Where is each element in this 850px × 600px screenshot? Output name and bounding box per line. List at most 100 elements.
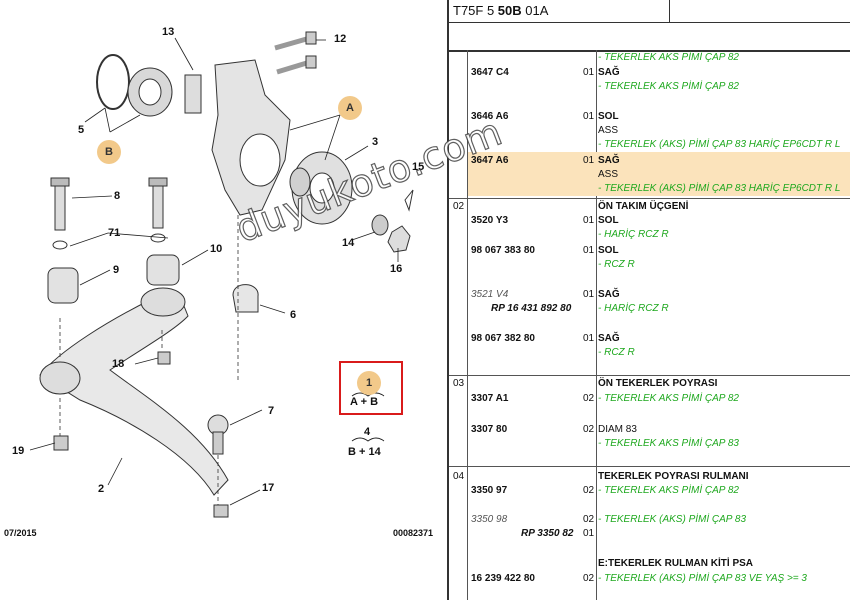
part-note: - TEKERLEK AKS PİMİ ÇAP 83	[598, 438, 739, 449]
part-qty: 01	[583, 67, 595, 78]
part-name: SAĞ	[598, 67, 620, 78]
callout-14: 14	[342, 237, 355, 249]
callout-b-plus-14: B + 14	[348, 446, 381, 458]
callout-12: 12	[334, 33, 347, 45]
wishbone-part	[39, 295, 229, 496]
callout-a-plus-b: A + B	[350, 396, 379, 408]
callout-10: 10	[210, 243, 223, 255]
nut-part	[157, 351, 171, 365]
parts-header: T75F 5 50B 01A	[449, 0, 850, 23]
callout-17: 17	[262, 482, 275, 494]
diagram-ref-number: 00082371	[393, 528, 434, 538]
part-number-superseded[interactable]: 3350 98	[471, 514, 508, 525]
group-number: 03	[453, 378, 465, 389]
ball-joint-part	[207, 414, 229, 455]
split-pin-part	[404, 189, 414, 212]
replacement-part-number[interactable]: RP 16 431 892 80	[491, 303, 572, 314]
part-note: - TEKERLEK AKS PİMİ ÇAP 82	[598, 52, 739, 63]
part-note: - TEKERLEK (AKS) PİMİ ÇAP 83	[598, 514, 747, 525]
callout-5: 5	[78, 124, 85, 136]
callout-4: 4	[364, 426, 371, 438]
callout-13: 13	[162, 26, 175, 38]
part-note: - TEKERLEK AKS PİMİ ÇAP 82	[598, 485, 739, 496]
abs-sensor-part	[184, 74, 202, 114]
part-name: SAĞ	[598, 333, 620, 344]
part-qty: 02	[583, 573, 595, 584]
part-note: - TEKERLEK (AKS) PİMİ ÇAP 83 HARİÇ EP6CD…	[598, 139, 841, 150]
badge-b: B	[97, 140, 121, 164]
part-qty: 02	[583, 393, 595, 404]
part-detail: ASS	[598, 169, 619, 180]
callout-6: 6	[290, 309, 297, 321]
part-qty: 02	[583, 424, 595, 435]
part-note: - TEKERLEK (AKS) PİMİ ÇAP 83 VE YAŞ >= 3	[598, 573, 807, 584]
part-note: - TEKERLEK AKS PİMİ ÇAP 82	[598, 81, 739, 92]
diagram-drawing	[29, 31, 414, 518]
group-number: 02	[453, 201, 465, 212]
callout-15: 15	[412, 161, 425, 173]
brace-mark	[351, 437, 385, 442]
rear-bushing-part	[47, 267, 79, 304]
callout-2: 2	[98, 483, 105, 495]
callout-3: 3	[372, 136, 379, 148]
part-number[interactable]: 98 067 383 80	[471, 245, 535, 256]
callout-9: 9	[113, 264, 120, 276]
part-number-selected[interactable]: 3647 A6	[471, 155, 509, 166]
arm-bolts-part	[50, 177, 168, 231]
part-qty: 02	[583, 514, 595, 525]
part-note: - TEKERLEK (AKS) PİMİ ÇAP 83 HARİÇ EP6CD…	[598, 183, 841, 194]
part-qty: 01	[583, 528, 595, 539]
highlight-box	[339, 361, 403, 415]
callout-16: 16	[390, 263, 403, 275]
part-detail: ASS	[598, 125, 619, 136]
part-number[interactable]: 3350 97	[471, 485, 508, 496]
kit-title: E:TEKERLEK RULMAN KİTİ PSA	[598, 558, 753, 569]
group-title: ÖN TAKIM ÜÇGENİ	[598, 201, 689, 212]
parts-diagram: 13 12 5 A B 3 8 71 15 9 10 14 16 18 6 1 …	[4, 26, 434, 538]
part-qty: 02	[583, 485, 595, 496]
part-detail: DIAM 83	[598, 424, 637, 435]
part-number[interactable]: 98 067 382 80	[471, 333, 535, 344]
part-note: - HARİÇ RCZ R	[598, 303, 669, 314]
part-number[interactable]: 3646 A6	[471, 111, 509, 122]
part-number[interactable]: 3307 A1	[471, 393, 509, 404]
part-name: SAĞ	[598, 155, 620, 166]
group-title: TEKERLEK POYRASI RULMANI	[598, 471, 749, 482]
part-number[interactable]: 3307 80	[471, 424, 508, 435]
part-qty: 01	[583, 289, 595, 300]
callout-19: 19	[12, 445, 25, 457]
part-note: - HARİÇ RCZ R	[598, 229, 669, 240]
part-number[interactable]: 3520 Y3	[471, 215, 509, 226]
parts-subheader	[449, 22, 850, 52]
part-name: SOL	[598, 111, 619, 122]
callout-71: 71	[108, 227, 121, 239]
group-title: ÖN TEKERLEK POYRASI	[598, 378, 718, 389]
badge-a-top: A	[338, 96, 362, 120]
callout-7: 7	[268, 405, 275, 417]
badge-1: 1	[357, 371, 381, 395]
callout-8: 8	[114, 190, 121, 202]
group-number: 04	[453, 471, 465, 482]
part-side: SOL	[598, 215, 619, 226]
ball-joint-nut-part	[213, 504, 229, 518]
part-number[interactable]: 3647 C4	[471, 67, 509, 78]
front-bushing-part	[146, 254, 180, 286]
callout-18: 18	[112, 358, 125, 370]
part-note: - TEKERLEK AKS PİMİ ÇAP 82	[598, 393, 739, 404]
hub-washer-part	[371, 214, 389, 236]
part-name: SOL	[598, 245, 619, 256]
brace-mark	[351, 392, 385, 397]
bolt-nut-part	[53, 435, 69, 451]
part-qty: 01	[583, 245, 595, 256]
part-note: - RCZ R	[598, 347, 635, 358]
replacement-part-number[interactable]: RP 3350 82	[521, 528, 574, 539]
diagram-date: 07/2015	[4, 528, 37, 538]
part-number-superseded[interactable]: 3521 V4	[471, 289, 509, 300]
part-number[interactable]: 16 239 422 80	[471, 573, 535, 584]
washer-part	[52, 240, 68, 250]
part-qty: 01	[583, 215, 595, 226]
part-qty: 01	[583, 155, 595, 166]
clamp-part	[232, 284, 259, 313]
hub-nut-part	[387, 225, 411, 253]
parts-list-panel: T75F 5 50B 01A - TEKERLEK AKS PİMİ ÇAP 8…	[447, 0, 850, 600]
